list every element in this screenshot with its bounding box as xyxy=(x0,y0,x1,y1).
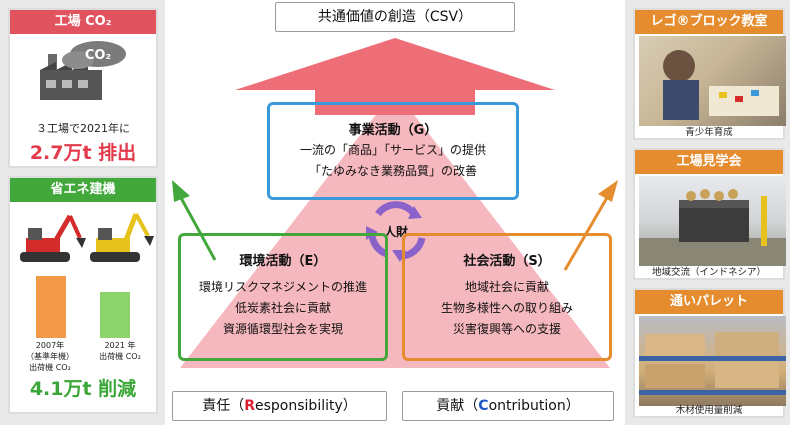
bar-2007-label-line: 2007年 xyxy=(35,341,65,350)
business-activity-box: 事業活動（G） 一流の「商品」「サービス」の提供 「たゆみなき業務品質」の改善 xyxy=(267,102,519,200)
factory-tour-photo xyxy=(639,176,786,266)
responsibility-prefix: 責任（ xyxy=(202,398,245,414)
bar-2007-label-line: 出荷機 CO₂ xyxy=(29,363,71,372)
factory-icon: CO₂ xyxy=(40,41,126,100)
factory-co2-value: 2.7万t 排出 xyxy=(29,142,137,164)
pyramid-shape xyxy=(180,90,610,368)
contribution-initial: C xyxy=(478,398,489,414)
pallet-photo-illustration xyxy=(639,332,786,395)
business-activity-line: 「たゆみなき業務品質」の改善 xyxy=(308,164,477,178)
pallet-caption: 木材使用量削減 xyxy=(675,405,743,416)
environment-activity-line: 環境リスクマネジメントの推進 xyxy=(198,280,367,294)
social-activity-line: 災害復興等への支援 xyxy=(452,322,561,336)
business-activity-title: 事業活動（G） xyxy=(348,123,438,138)
eco-machines-title: 省エネ建機 xyxy=(10,178,156,202)
contribution-prefix: 貢献（ xyxy=(436,398,479,414)
responsibility-initial: R xyxy=(244,398,256,414)
social-activity-title: 社会活動（S） xyxy=(463,254,551,269)
lego-photo-illustration xyxy=(663,50,779,120)
eco-machines-value: 4.1万t 削減 xyxy=(29,378,137,400)
bar-2021-label-line: 出荷機 CO₂ xyxy=(99,352,141,361)
social-activity-line: 地域社会に貢献 xyxy=(464,280,549,294)
environment-activity-line: 資源循環型社会を実現 xyxy=(222,322,343,336)
contribution-rest: ontribution） xyxy=(488,398,580,414)
bar-2007 xyxy=(36,276,66,338)
environment-arrow-head xyxy=(172,180,190,202)
hub-label: 人財 xyxy=(383,225,408,239)
bar-2007-label-line: （基準年機） xyxy=(26,352,74,361)
social-activity-line: 生物多様性への取り組み xyxy=(440,301,573,315)
lego-class-caption: 青少年育成 xyxy=(685,127,733,138)
social-activity-box: 社会活動（S） 地域社会に貢献 生物多様性への取り組み 災害復興等への支援 xyxy=(402,233,612,361)
bar-2021-label: 2021 年 出荷機 CO₂ xyxy=(84,340,156,362)
business-activity-line: 一流の「商品」「サービス」の提供 xyxy=(299,143,486,157)
excavator-icons xyxy=(20,213,154,262)
environment-arrow-line xyxy=(178,195,217,261)
pallet-card: 通いパレット 木材使用量削減 xyxy=(633,288,786,418)
right-column: レゴ®ブロック教室 青少年育成 工場見学会 xyxy=(625,0,790,425)
environment-activity-title: 環境活動（E） xyxy=(239,254,327,269)
factory-co2-caption: ３工場で2021年に xyxy=(36,122,130,135)
co2-cloud-label: CO₂ xyxy=(85,48,111,63)
pallet-title: 通いパレット xyxy=(635,290,783,314)
csv-title-box: 共通価値の創造（CSV） xyxy=(275,2,515,32)
factory-co2-card: 工場 CO₂ CO₂ ３工場で2021年に 2.7万t 排出 xyxy=(8,8,158,168)
lego-class-card: レゴ®ブロック教室 青少年育成 xyxy=(633,8,786,140)
hub-cycle-arrowhead xyxy=(408,206,422,219)
csv-up-arrow xyxy=(235,38,555,115)
lego-class-photo xyxy=(639,36,786,126)
pallet-photo xyxy=(639,316,786,406)
factory-tour-title: 工場見学会 xyxy=(635,150,783,174)
bar-2021 xyxy=(100,292,130,338)
responsibility-box: 責任（Responsibility） xyxy=(172,391,387,421)
factory-tour-caption: 地域交流（インドネシア） xyxy=(651,267,766,278)
red-excavator-icon xyxy=(20,214,86,262)
bar-2021-label-line: 2021 年 xyxy=(104,341,136,350)
environment-activity-line: 低炭素社会に貢献 xyxy=(234,301,331,315)
tour-photo-illustration xyxy=(639,189,786,266)
social-arrow-head xyxy=(598,180,618,202)
left-column: 工場 CO₂ CO₂ ３工場で2021年に 2.7万t 排出 省エネ建機 xyxy=(0,0,165,425)
environment-activity-box: 環境活動（E） 環境リスクマネジメントの推進 低炭素社会に貢献 資源循環型社会を… xyxy=(178,233,388,361)
csv-title: 共通価値の創造（CSV） xyxy=(317,9,473,25)
responsibility-rest: esponsibility） xyxy=(255,398,357,414)
co2-bar-chart xyxy=(10,272,156,338)
yellow-excavator-icon xyxy=(90,213,154,262)
lego-class-title: レゴ®ブロック教室 xyxy=(635,10,783,34)
factory-tour-card: 工場見学会 地域交流（インドネシア） xyxy=(633,148,786,280)
eco-machines-card: 省エネ建機 2007 xyxy=(8,176,158,414)
factory-co2-title: 工場 CO₂ xyxy=(10,10,156,34)
bar-2007-label: 2007年 （基準年機） 出荷機 CO₂ xyxy=(14,340,86,373)
contribution-box: 貢献（Contribution） xyxy=(402,391,614,421)
